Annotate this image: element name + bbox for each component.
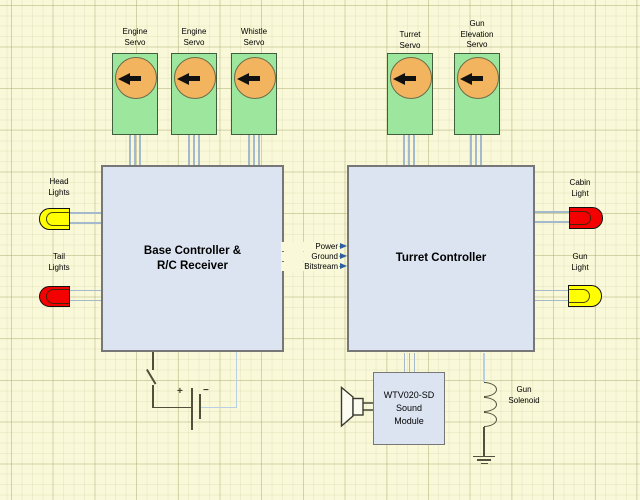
servo-label: Engine Servo (122, 27, 148, 47)
servo-block-turret (387, 53, 433, 135)
servo-dial-arrow-icon (389, 57, 432, 99)
wire (403, 353, 405, 372)
wire (201, 406, 237, 409)
wire (535, 299, 568, 301)
wire (152, 406, 192, 409)
servo-label: Engine Servo (181, 27, 207, 47)
wire (152, 385, 154, 408)
wire (480, 135, 482, 165)
ground-icon (480, 462, 488, 465)
bus-label-ground: Ground (281, 251, 339, 261)
tail-lights-led (39, 285, 70, 307)
cabin-light-label: Cabin Light (569, 178, 591, 198)
head-lights-label: Head Lights (48, 177, 70, 197)
sound-module-box: WTV020-SD Sound Module (373, 372, 445, 445)
battery-minus-sign: − (203, 384, 209, 396)
ground-icon (473, 455, 495, 458)
left-arrow-icon (392, 72, 405, 85)
servo-block-gun-elevation (454, 53, 500, 135)
battery-negative-plate-icon (198, 393, 202, 419)
wire (408, 135, 410, 165)
wire (134, 135, 136, 165)
cabin-light-led (569, 207, 603, 229)
tail-lights-label: Tail Lights (48, 252, 70, 272)
wire (235, 352, 237, 408)
right-arrow-icon (340, 262, 347, 269)
head-lights-led (39, 208, 70, 230)
ground-icon (477, 459, 491, 461)
servo-label: Gun Elevation Servo (460, 19, 494, 49)
wire (483, 353, 485, 382)
wire (413, 353, 415, 372)
servo-block-engine-2 (171, 53, 217, 135)
wire (70, 289, 101, 291)
wire (188, 135, 190, 165)
sound-module-label: WTV020-SD Sound Module (383, 390, 435, 426)
wire (475, 135, 477, 165)
base-controller-box: Base Controller & R/C Receiver (101, 165, 284, 352)
servo-label: Whistle Servo (240, 27, 268, 47)
gun-solenoid-label: Gun Solenoid (508, 385, 540, 405)
left-arrow-icon (236, 72, 249, 85)
wire (253, 135, 255, 165)
wire (70, 299, 101, 301)
wire (408, 353, 410, 372)
bus-label-power: Power (281, 241, 339, 251)
wire (403, 135, 405, 165)
servo-dial-arrow-icon (173, 57, 216, 99)
solenoid-coil-icon (484, 412, 497, 427)
wire (258, 135, 260, 165)
wire (483, 427, 485, 456)
right-arrow-icon (340, 242, 347, 249)
turret-controller-title: Turret Controller (395, 252, 487, 264)
servo-label: Turret Servo (399, 30, 421, 50)
wire (470, 135, 472, 165)
servo-block-engine-1 (112, 53, 158, 135)
wire (535, 211, 569, 213)
left-arrow-icon (117, 72, 130, 85)
wire (70, 212, 101, 214)
battery-positive-plate-icon (191, 388, 193, 430)
servo-block-whistle (231, 53, 277, 135)
gun-light-led (568, 285, 602, 307)
wire (535, 289, 568, 291)
solenoid-coil-icon (484, 397, 497, 412)
left-arrow-icon (459, 72, 472, 85)
wire (193, 135, 195, 165)
wire (70, 222, 101, 224)
speaker-icon (340, 386, 373, 428)
battery-plus-sign: + (177, 386, 183, 397)
bus-label-bitstream: Bitstream (281, 261, 339, 271)
wire (139, 135, 141, 165)
gun-light-label: Gun Light (571, 252, 589, 272)
turret-controller-box: Turret Controller (347, 165, 535, 352)
switch-icon (146, 369, 157, 385)
left-arrow-icon (176, 72, 189, 85)
servo-dial-arrow-icon (456, 57, 499, 99)
wire (248, 135, 250, 165)
servo-dial-arrow-icon (233, 57, 276, 99)
wire (413, 135, 415, 165)
solenoid-coil-icon (484, 382, 497, 397)
wire (129, 135, 131, 165)
wire (152, 352, 154, 370)
wire (535, 221, 569, 223)
servo-dial-arrow-icon (114, 57, 157, 99)
wire (198, 135, 200, 165)
base-controller-title: Base Controller & R/C Receiver (143, 244, 242, 272)
right-arrow-icon (340, 252, 347, 259)
